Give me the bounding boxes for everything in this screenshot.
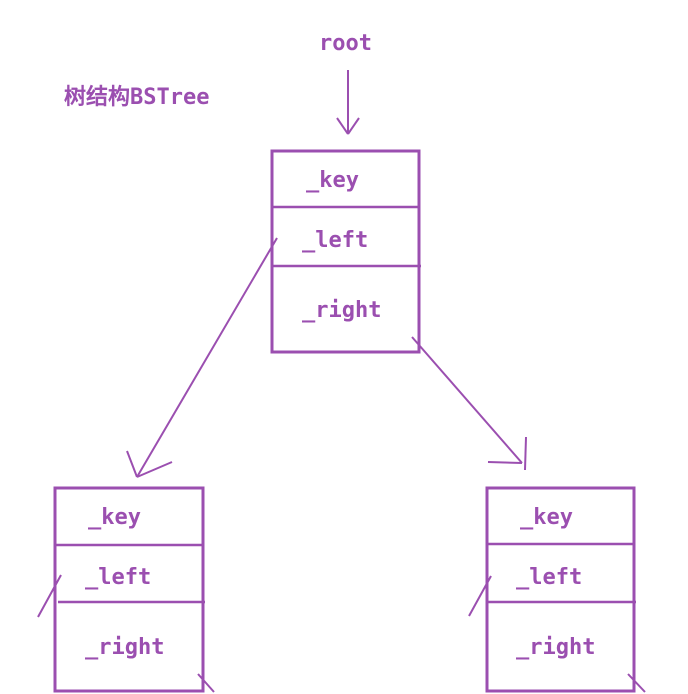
root-node-key: _key — [306, 168, 359, 193]
left-child-right-pointer — [197, 673, 215, 693]
left-child-node-left: _left — [85, 565, 151, 590]
left-edge-arrow — [126, 237, 278, 478]
left-child-node: _key _left _right — [37, 486, 215, 693]
diagram-title: 树结构BSTree — [64, 84, 209, 110]
root-label: root — [319, 31, 372, 56]
right-child-node-right: _right — [516, 635, 595, 660]
right-child-node-box — [485, 486, 636, 693]
right-child-node-left: _left — [516, 565, 582, 590]
left-child-node-box — [53, 486, 205, 693]
left-child-node-right: _right — [85, 635, 164, 660]
root-node-box — [270, 149, 421, 354]
root-node-right: _right — [302, 298, 381, 323]
root-arrow — [336, 70, 360, 135]
right-child-left-pointer — [468, 575, 492, 617]
left-child-left-pointer — [37, 574, 62, 618]
right-child-right-pointer — [627, 673, 646, 693]
root-node: _key _left _right — [270, 149, 421, 354]
right-child-node-key: _key — [520, 505, 573, 530]
right-child-node: _key _left _right — [468, 486, 646, 693]
left-child-node-key: _key — [88, 505, 141, 530]
root-node-left: _left — [302, 228, 368, 253]
right-edge-arrow — [411, 336, 527, 471]
